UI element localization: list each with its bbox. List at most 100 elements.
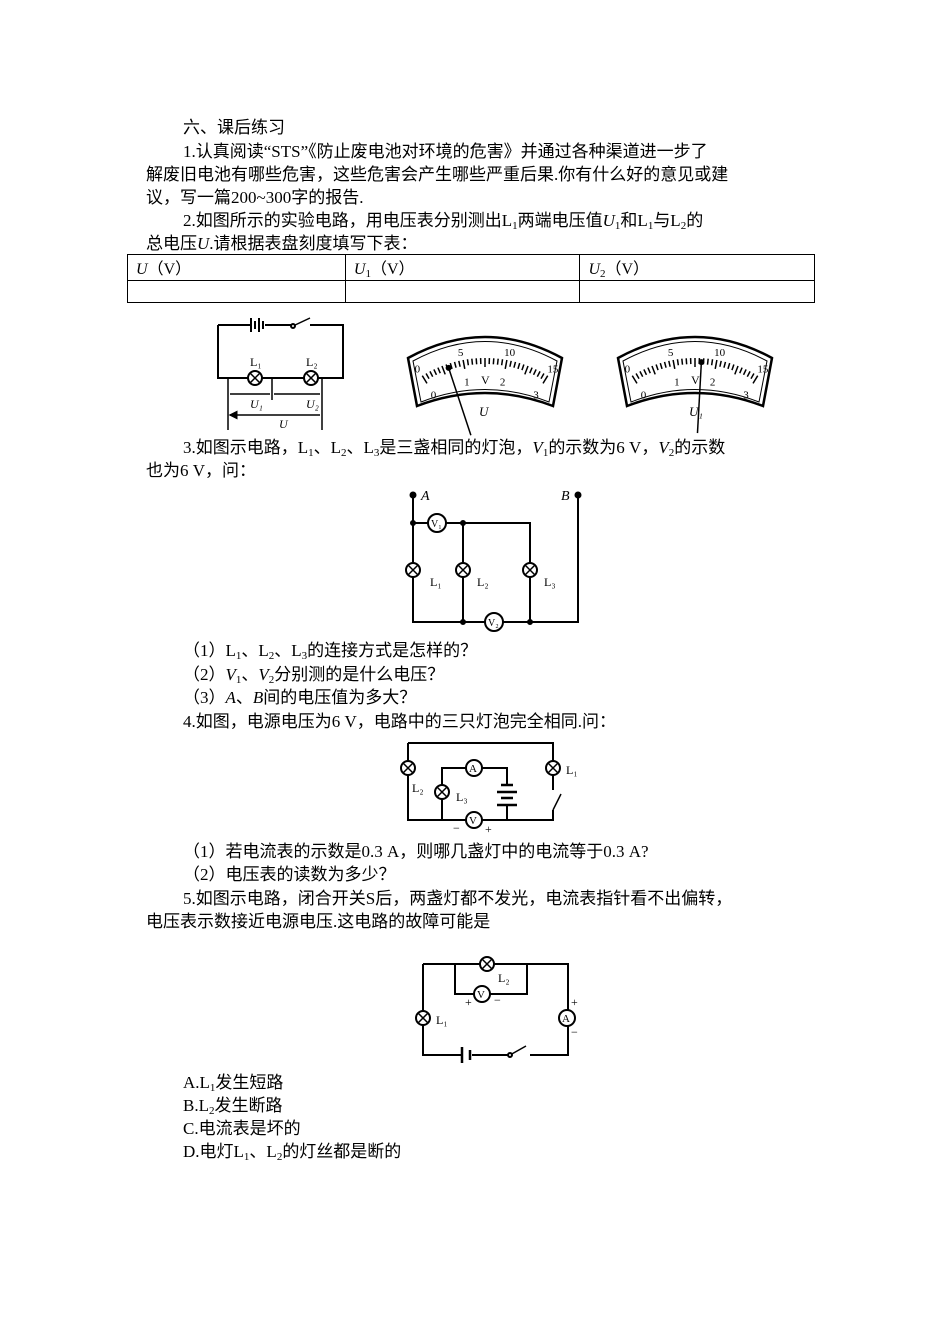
text-line: 电压表示数接近电源电压.这电路的故障可能是: [146, 911, 490, 933]
text-segment: B.L: [183, 1096, 209, 1115]
text-segment: （1）若电流表的示数是0.3 A，则哪几盏灯中的电流等于0.3 A?: [183, 842, 649, 861]
text-segment: 1: [235, 674, 242, 686]
text-segment: 、: [235, 688, 253, 707]
text-segment: 分别测的是什么电压？: [274, 665, 445, 684]
text-segment: D.电灯L: [183, 1142, 244, 1161]
bottom-scale-label: 3: [533, 389, 539, 401]
circuit-diagram-5: V A L₂ L₁ + − + −: [415, 956, 578, 1063]
label-l1: L₁: [250, 355, 262, 369]
text-segment: 2: [208, 1105, 215, 1117]
voltmeter-v1-icon: [427, 513, 447, 533]
text-line: 3.如图示电路，L1、L2、L3是三盏相同的灯泡，V1的示数为6 V，V2的示数: [183, 437, 725, 464]
scale-tick: [496, 358, 499, 365]
voltmeter-icon: [465, 811, 483, 829]
cell-u2[interactable]: [579, 280, 815, 303]
label-v: V: [469, 815, 477, 827]
top-scale-label: 5: [668, 347, 674, 359]
battery-icon: [250, 318, 264, 332]
text-line: （2）电压表的读数为多少？: [183, 864, 396, 886]
header-var: U: [136, 261, 148, 278]
text-segment: 2: [268, 674, 275, 686]
scale-tick: [731, 364, 735, 371]
text-line: 4.如图，电源电压为6 V，电路中的三只灯泡完全相同.问：: [183, 711, 616, 733]
text-segment: 的连接方式是怎样的？: [307, 641, 478, 660]
scale-tick: [710, 359, 714, 366]
scale-tick: [631, 375, 638, 384]
label-u1: U₁: [250, 397, 263, 411]
text-line: C.电流表是坏的: [183, 1118, 301, 1140]
circuit-diagram-4: A V L₂ L₃ L₁ − +: [400, 742, 578, 836]
text-segment: 、: [241, 665, 259, 684]
text-line: （3）A、B间的电压值为多大？: [183, 687, 416, 709]
text-segment: （2）电压表的读数为多少？: [183, 865, 396, 884]
scale-tick: [635, 373, 640, 380]
text-segment: 1: [209, 1082, 216, 1094]
table-row: [127, 280, 815, 303]
label-l2: L₂: [306, 355, 318, 369]
scale-tick: [513, 361, 517, 368]
text-segment: C.电流表是坏的: [183, 1119, 301, 1138]
scale-tick: [433, 369, 438, 376]
text-segment: 议，写一篇200~300字的报告.: [146, 188, 364, 207]
scale-tick: [727, 362, 731, 370]
scale-tick: [672, 359, 676, 369]
label-a-plus: +: [571, 995, 578, 1009]
top-scale-label: 15: [757, 364, 769, 376]
needle: [447, 367, 472, 436]
bottom-scale-label: 0: [641, 389, 647, 401]
cell-u[interactable]: [127, 280, 346, 303]
header-var: U: [353, 261, 366, 278]
label-l3: L₃: [456, 790, 468, 804]
table-header-row: U（V） U1（V） U2（V）: [127, 254, 815, 281]
label-a: A: [562, 1013, 570, 1025]
scale-tick: [746, 371, 751, 378]
scale-tick: [750, 373, 755, 380]
scale-tick: [706, 358, 709, 365]
label-v-minus: −: [494, 993, 501, 1007]
text-segment: 1: [614, 220, 621, 232]
label-a: A: [469, 763, 477, 775]
text-segment: 1: [512, 220, 518, 232]
text-line: A.L1发生短路: [183, 1072, 283, 1099]
text-line: （2）V1、V2分别测的是什么电压？: [183, 664, 444, 691]
text-segment: 2: [680, 220, 687, 232]
label-l1: L₁: [436, 1013, 448, 1027]
needle-tip: [698, 359, 705, 366]
scale-tick: [471, 358, 474, 365]
text-segment: 发生短路: [215, 1073, 284, 1092]
text-segment: 1: [647, 220, 654, 232]
text-segment: 总电压: [146, 234, 197, 253]
text-segment: 的示数: [674, 438, 726, 457]
text-line: 也为6 V，问：: [146, 460, 256, 482]
switch-icon: [292, 317, 311, 327]
top-scale-label: 10: [504, 347, 516, 359]
text-segment: 两端电压值: [517, 211, 603, 230]
bottom-scale-label: 1: [674, 377, 680, 389]
lamp-l2-icon: [400, 760, 416, 776]
bottom-scale-label: 2: [710, 377, 716, 389]
battery-icon: [497, 783, 517, 807]
bottom-scale-label: 1: [464, 377, 470, 389]
text-segment: 间的电压值为多大？: [263, 688, 417, 707]
header-var: U: [588, 261, 600, 278]
scale-tick: [681, 358, 684, 365]
scale-tick: [739, 367, 743, 374]
scale-tick: [742, 369, 747, 376]
text-segment: 1: [243, 1151, 250, 1163]
text-segment: 2: [276, 1151, 283, 1163]
terminal-b: B: [561, 489, 570, 504]
scale-tick: [752, 375, 759, 384]
scale-tick: [441, 365, 446, 375]
ammeter-icon: [558, 1009, 576, 1027]
text-segment: 发生断路: [214, 1096, 283, 1115]
label-l2: L₂: [477, 575, 489, 589]
header-u: U（V）: [127, 254, 346, 281]
text-segment: 3.如图示电路，L: [183, 438, 309, 457]
scale-tick: [509, 360, 512, 367]
scale-tick: [540, 373, 545, 380]
text-segment: 2: [341, 447, 347, 459]
text-segment: 1: [308, 447, 314, 459]
label-l1: L₁: [430, 575, 442, 589]
lamp-l3-icon: [522, 562, 538, 578]
text-line: 总电压U.请根据表盘刻度填写下表：: [146, 233, 418, 255]
